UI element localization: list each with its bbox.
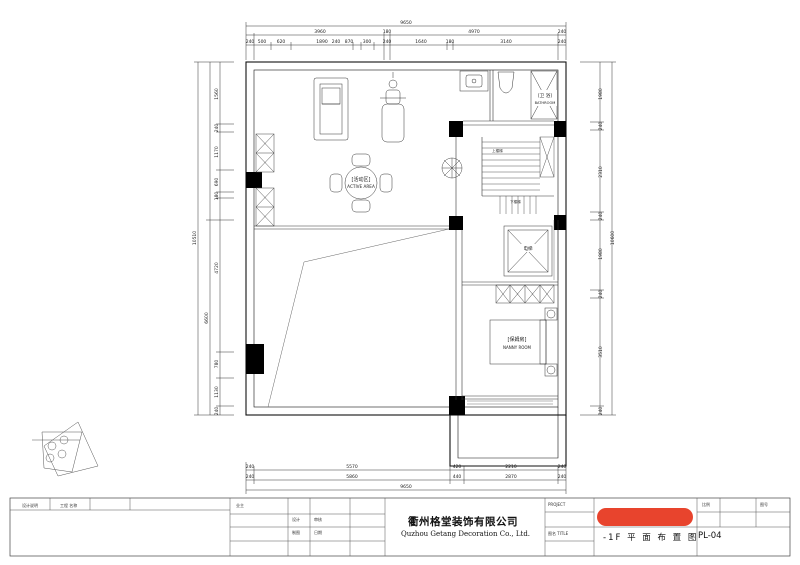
company-name-en: Quzhou Getang Decoration Co., Ltd. (401, 530, 531, 538)
title-block-grid (10, 498, 790, 556)
dim-left-4: 690 (214, 178, 220, 187)
orientation-sketch (32, 421, 99, 477)
dim-bottom-r2-4: 2870 (505, 474, 517, 480)
dim-left-6: 4720 (214, 262, 220, 274)
dim-top-r2-10: 180 (446, 39, 455, 45)
tb-design-label: 设计说明 (22, 503, 38, 508)
tb-no-label: 图号 (760, 502, 768, 507)
dim-right-total: 10600 (610, 231, 616, 245)
dim-left-2: 240 (214, 124, 220, 133)
tb-check-label: 审核 (314, 517, 322, 522)
activity-room-label-en: ACTIVE AREA (347, 184, 375, 189)
dim-left-3: 1170 (214, 146, 220, 158)
dim-top-4: 240 (558, 29, 567, 35)
dim-right-1: 1980 (598, 88, 604, 100)
windows (467, 220, 559, 405)
dim-right-6: 240 (598, 290, 604, 299)
dim-top-r2-11: 3140 (500, 39, 512, 45)
dim-top-r2-2: 500 (258, 39, 267, 45)
armchair (313, 77, 349, 141)
dim-left-5: 180 (214, 192, 220, 201)
dim-top-2: 180 (383, 29, 392, 35)
dim-bottom-total: 9650 (400, 484, 412, 490)
dim-left-8: 1130 (214, 386, 220, 398)
sheet-title: -1F 平 面 布 置 图 (603, 533, 699, 543)
dim-top-r2-3: 620 (277, 39, 286, 45)
nanny-wardrobe (495, 284, 555, 304)
structural-columns (246, 121, 566, 415)
dim-bottom-2: 5570 (346, 464, 358, 470)
dim-bottom-r2-5: 240 (558, 474, 567, 480)
dim-left-1: 1560 (214, 88, 220, 100)
status-highlight (597, 508, 693, 526)
bathroom-label-cn: [卫 浴] (538, 92, 552, 99)
dim-top-total: 9650 (400, 20, 412, 26)
stair-up-label: 上楼梯 (492, 148, 503, 153)
dim-top-r2-4: 1890 (316, 39, 328, 45)
dim-top-r2-12: 240 (558, 39, 567, 45)
stair-down-label: 下楼梯 (510, 199, 521, 204)
right-dimensions (580, 61, 616, 416)
dim-top-r2-5: 240 (332, 39, 341, 45)
elevator-label-bg (520, 244, 536, 252)
dim-bottom-r2-2: 5860 (346, 474, 358, 480)
dim-top-1: 3960 (314, 29, 326, 35)
tb-project-en-label: PROJECT (548, 502, 566, 507)
dim-bottom-r2-1: 240 (246, 474, 255, 480)
dim-bottom-5: 240 (558, 464, 567, 470)
top-dimensions (245, 22, 567, 60)
tb-client-label: 业主 (236, 503, 244, 508)
dim-right-3: 2310 (598, 166, 604, 178)
dim-bottom-4: 2210 (505, 464, 517, 470)
dim-top-r2-7: 300 (363, 39, 372, 45)
bottom-dimensions (245, 462, 567, 494)
tb-title-en-label: 图名 TITLE (548, 531, 569, 536)
tb-designer-label: 设计 (292, 517, 300, 522)
staircase (482, 136, 555, 214)
void-lines (267, 228, 450, 408)
sheet-number: PL-04 (698, 531, 722, 541)
dim-bottom-3: 420 (453, 464, 462, 470)
exterior-walls (245, 61, 567, 467)
left-wall-cabinets (255, 133, 275, 227)
dim-top-r2-9: 1640 (415, 39, 427, 45)
company-name-cn: 衢州格堂装饰有限公司 (408, 516, 518, 528)
dim-left-7: 780 (214, 360, 220, 369)
tb-date-label: 日期 (314, 530, 322, 535)
activity-room-label-cn: [活动区] (352, 176, 371, 183)
dim-right-5: 1980 (598, 248, 604, 260)
interior-partitions (254, 70, 558, 400)
dim-bottom-1: 240 (246, 464, 255, 470)
tb-scale-label: 比例 (702, 502, 710, 507)
dim-left-9: 240 (214, 407, 220, 416)
dim-top-3: 4970 (468, 29, 480, 35)
dim-top-r2-8: 240 (383, 39, 392, 45)
dim-right-8: 240 (598, 407, 604, 416)
potted-plant (441, 157, 463, 179)
tb-drawer-label: 制图 (292, 530, 300, 535)
bathroom-label-en: BATHROOM (535, 101, 556, 105)
dim-top-r2-1: 240 (246, 39, 255, 45)
dim-right-7: 3510 (598, 346, 604, 358)
dim-right-2: 240 (598, 122, 604, 131)
dim-right-4: 240 (598, 212, 604, 221)
nanny-room-label-cn: [保姆房] (508, 336, 527, 343)
left-dimensions (194, 61, 234, 416)
nanny-room-label-en: NANNY ROOM (503, 345, 532, 350)
nanny-bed (489, 307, 558, 377)
dim-bottom-r2-3: 440 (453, 474, 462, 480)
tb-project-label: 工程 名称 (60, 503, 78, 508)
round-table-set (329, 153, 393, 213)
dim-left-sub: 6600 (204, 312, 210, 324)
recliner-chair (380, 72, 406, 143)
dim-left-total: 10510 (192, 231, 198, 245)
bathroom-label-bg (533, 90, 557, 106)
dim-top-r2-6: 870 (345, 39, 354, 45)
elevator-label: 电梯 (524, 245, 533, 252)
